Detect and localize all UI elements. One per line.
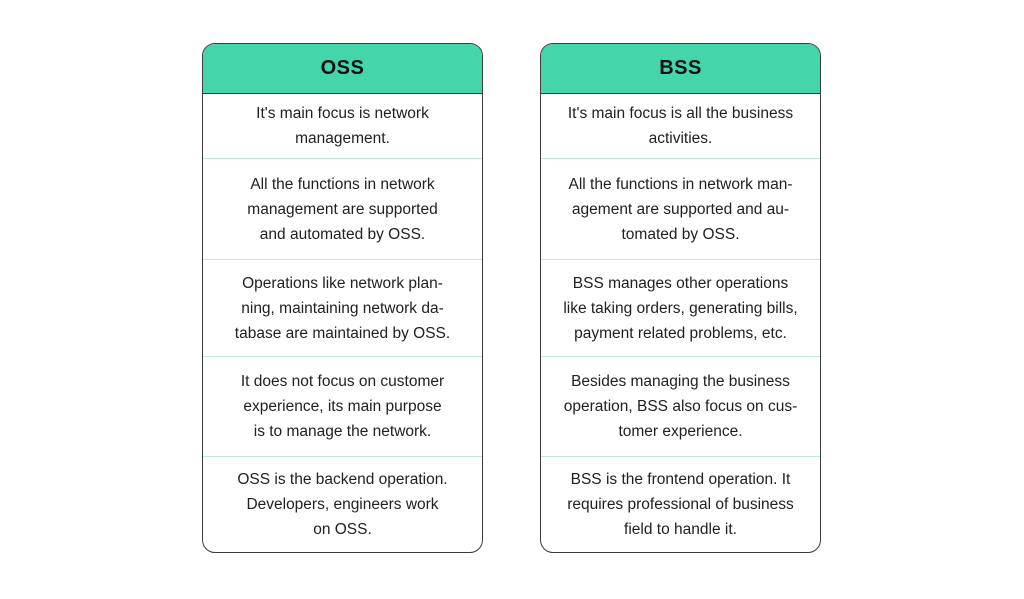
oss-row-3: Operations like network plan- ning, main… (203, 259, 482, 356)
oss-card: OSS It's main focus is network managemen… (202, 43, 483, 553)
bss-row-4: Besides managing the business operation,… (541, 356, 820, 456)
bss-row-3: BSS manages other operations like taking… (541, 259, 820, 356)
bss-card: BSS It's main focus is all the business … (540, 43, 821, 553)
bss-row-5: BSS is the frontend operation. It requir… (541, 456, 820, 552)
bss-card-body: It's main focus is all the business acti… (541, 94, 820, 552)
bss-card-header: BSS (541, 44, 820, 94)
bss-row-2: All the functions in network man- agemen… (541, 158, 820, 259)
oss-card-body: It's main focus is network management. A… (203, 94, 482, 552)
oss-row-5: OSS is the backend operation. Developers… (203, 456, 482, 552)
oss-row-4: It does not focus on customer experience… (203, 356, 482, 456)
oss-card-header: OSS (203, 44, 482, 94)
bss-row-1: It's main focus is all the business acti… (567, 105, 794, 147)
oss-row-2: All the functions in network management … (203, 158, 482, 259)
oss-row-1: It's main focus is network management. (256, 105, 429, 147)
